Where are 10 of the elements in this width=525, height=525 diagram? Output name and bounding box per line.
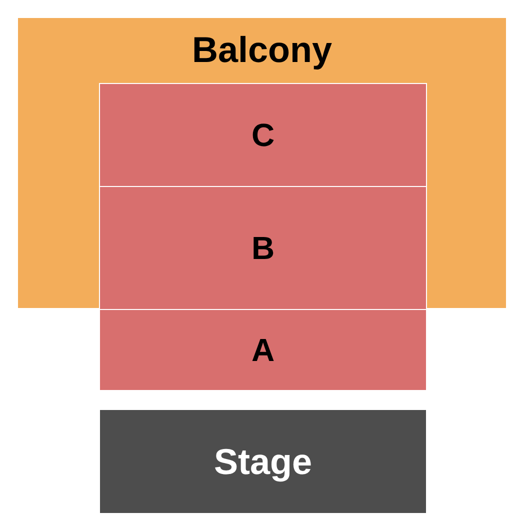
section-label: Balcony (192, 32, 332, 68)
section-label: A (251, 334, 275, 366)
section-label: C (251, 119, 275, 151)
seating-section (99, 309, 427, 391)
seating-section (99, 83, 427, 187)
stage-label: Stage (214, 444, 312, 480)
stage-area (100, 410, 426, 513)
section-label: B (251, 232, 275, 264)
seating-section (99, 186, 427, 310)
balcony-section (18, 18, 506, 308)
